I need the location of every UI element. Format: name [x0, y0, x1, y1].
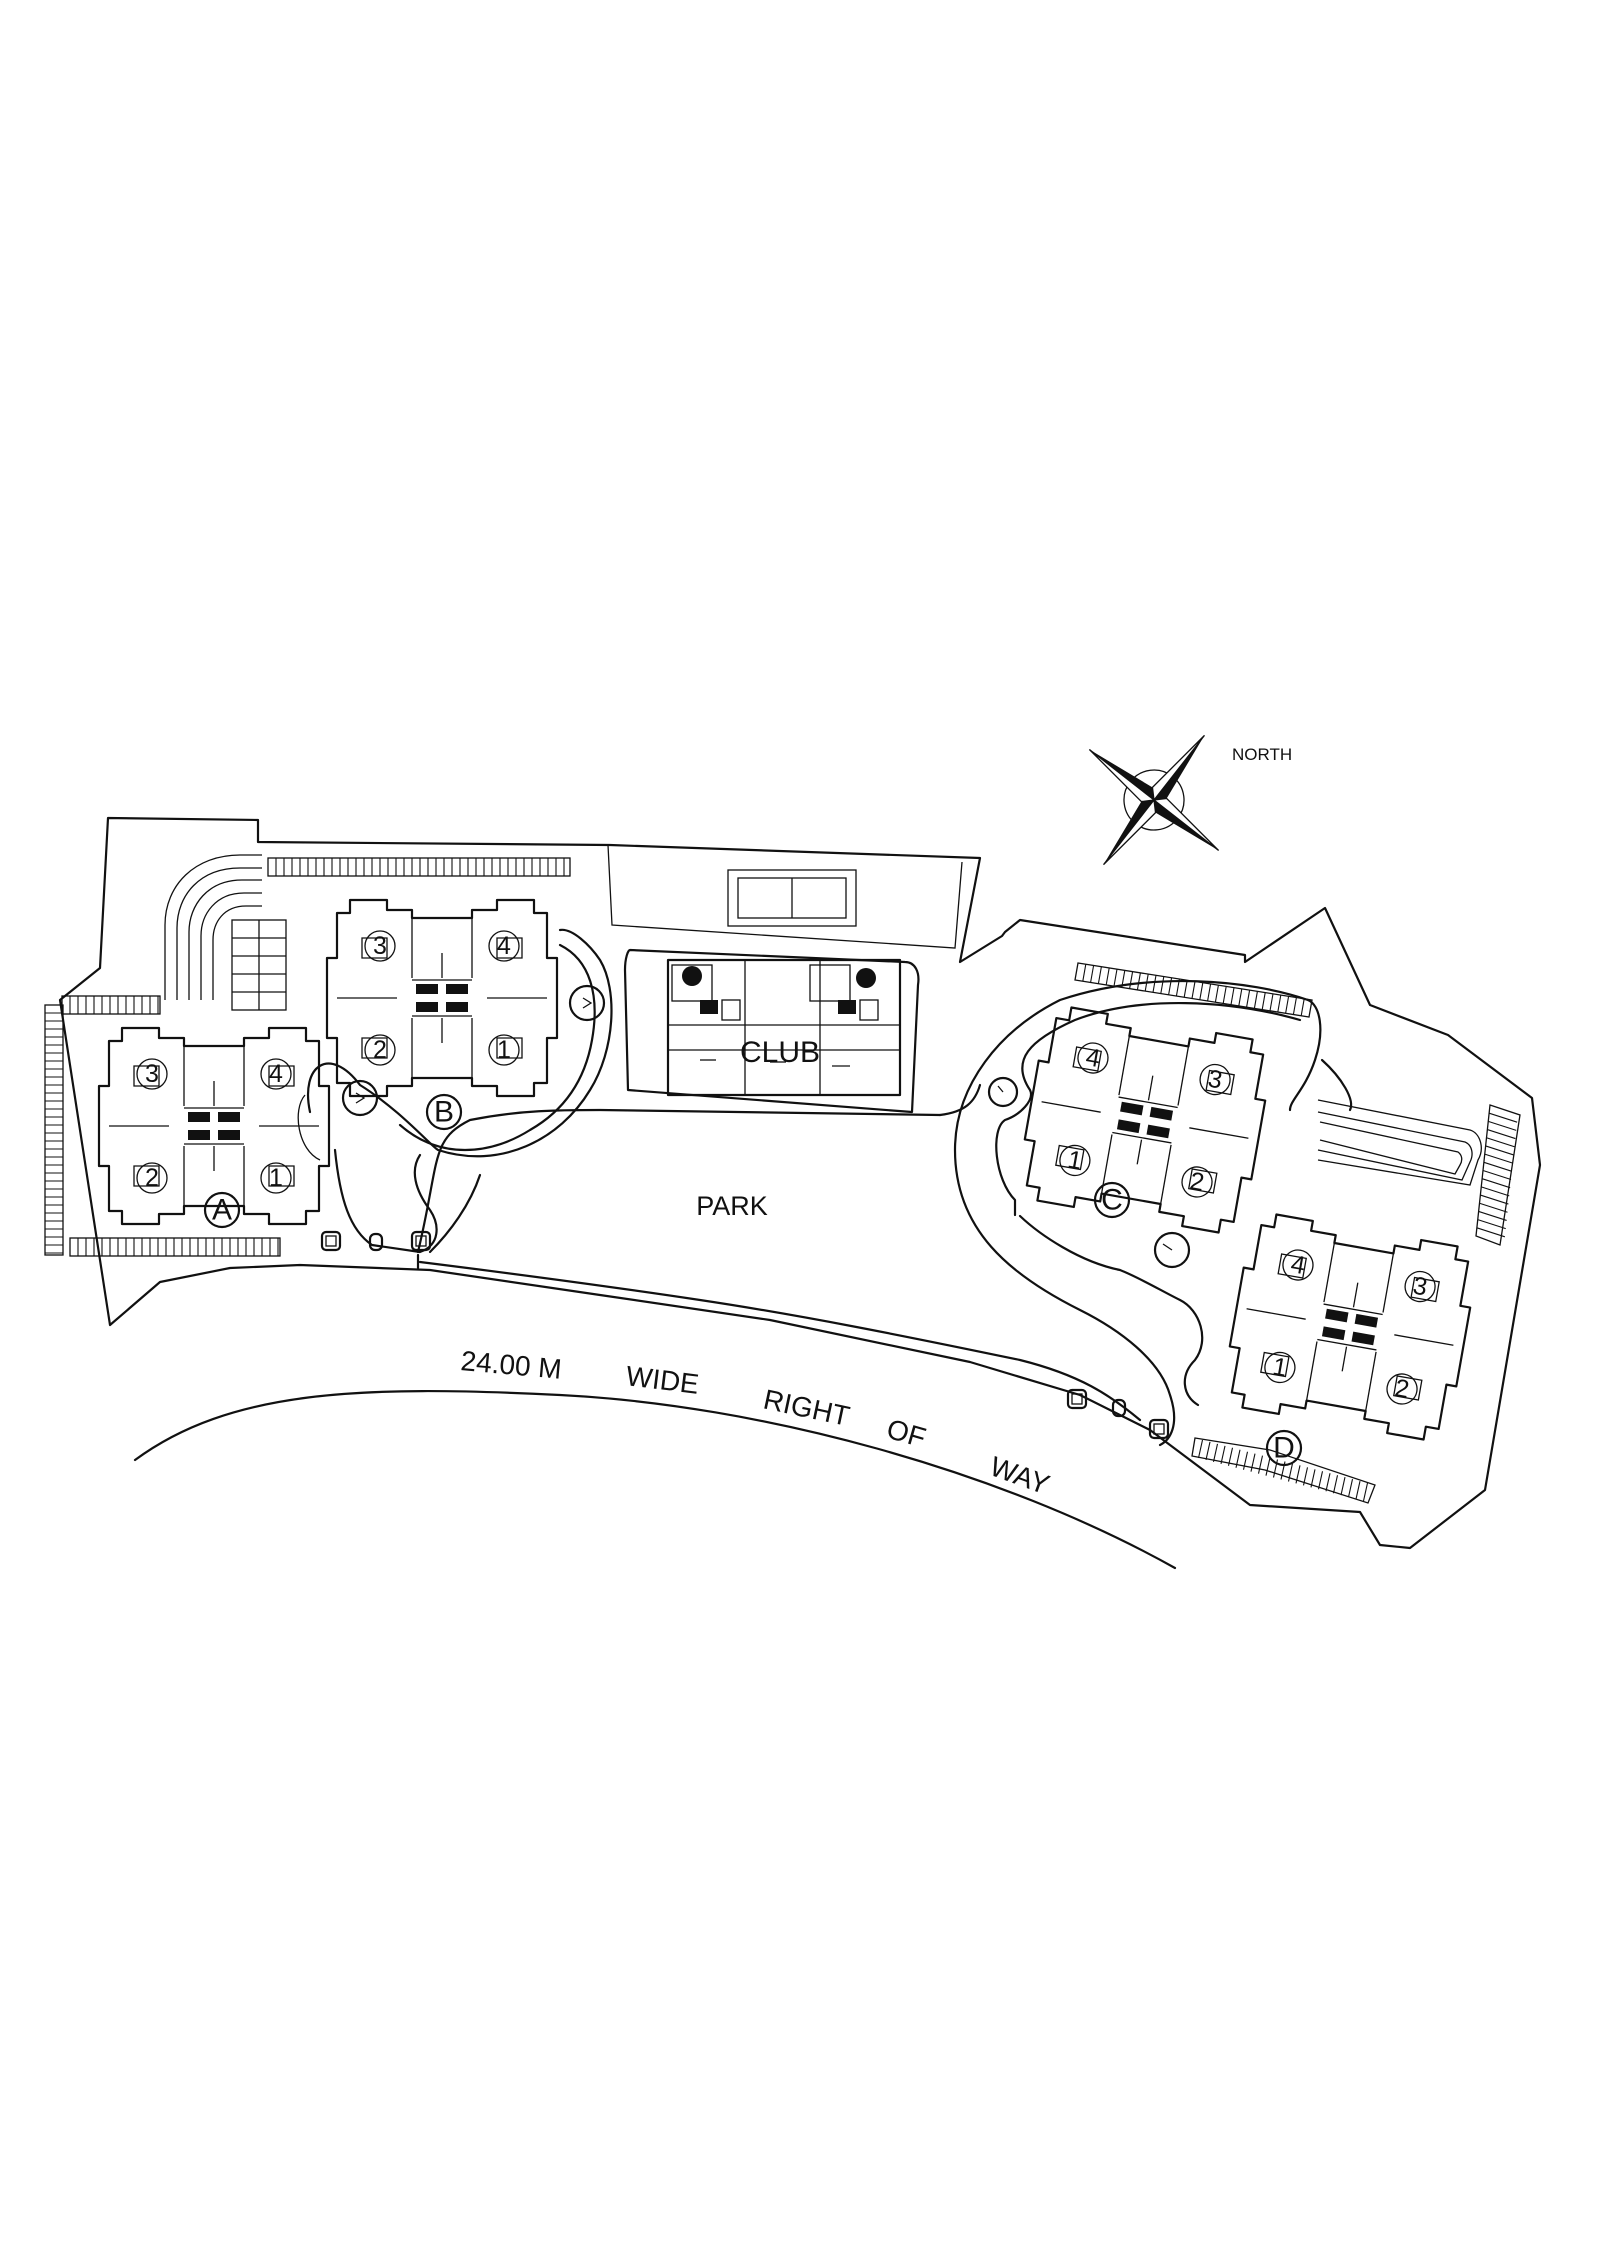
- gate-posts-ab: [320, 1230, 432, 1252]
- unit-number: 4: [497, 932, 511, 960]
- unit-number: 3: [1206, 1065, 1225, 1095]
- svg-text:B: B: [434, 1096, 454, 1129]
- unit-number: 1: [497, 1036, 511, 1064]
- svg-text:A: A: [212, 1194, 232, 1227]
- road-word: 24.00 M: [459, 1345, 562, 1385]
- internal-road-cd: [953, 979, 1310, 1447]
- unit-number: 2: [373, 1036, 387, 1064]
- club-label: CLUB: [740, 1036, 820, 1069]
- exit-ramp: [1317, 1099, 1482, 1186]
- entry-ramp: [164, 854, 262, 1000]
- unit-number: 4: [269, 1060, 283, 1088]
- unit-number: 2: [1393, 1374, 1412, 1404]
- unit-number: 1: [1066, 1145, 1085, 1175]
- north-arrow-icon: [1088, 734, 1220, 866]
- unit-number: 2: [145, 1164, 159, 1192]
- gate-posts-cd: [1066, 1388, 1170, 1440]
- svg-text:D: D: [1273, 1432, 1295, 1465]
- road-word: OF: [883, 1413, 929, 1454]
- road-edge: [133, 1389, 1177, 1570]
- unit-number: 4: [1084, 1043, 1103, 1073]
- dropoff-circle: [341, 984, 1191, 1269]
- north-label: NORTH: [1232, 745, 1292, 764]
- park-road-edge: [418, 1260, 1142, 1422]
- tower-d: 4 3 1 2: [1218, 1209, 1482, 1445]
- road-label: 24.00 M WIDE RIGHT OF WAY: [459, 1345, 1053, 1500]
- unit-number: 3: [373, 932, 387, 960]
- road-word: WAY: [986, 1451, 1054, 1501]
- unit-number: 2: [1188, 1167, 1207, 1197]
- svg-text:C: C: [1101, 1184, 1123, 1217]
- club-building: [623, 948, 920, 1114]
- tower-a: 3 4 2 1: [97, 1026, 331, 1226]
- tower-label-c: C: [1093, 1181, 1131, 1219]
- unit-number: 1: [269, 1164, 283, 1192]
- unit-number: 1: [1271, 1352, 1290, 1382]
- road-word: RIGHT: [761, 1384, 853, 1432]
- tower-b: 3 4 2 1: [325, 898, 559, 1098]
- tower-c: 4 3 1 2: [1013, 1002, 1277, 1238]
- internal-road-ab: [307, 928, 613, 1158]
- tower-label-b: B: [425, 1093, 463, 1131]
- club-top-zone: [607, 844, 963, 949]
- site-boundary: [58, 816, 1542, 1550]
- road-word: WIDE: [624, 1360, 700, 1400]
- unit-number: 3: [1411, 1272, 1430, 1302]
- park-label: PARK: [696, 1191, 768, 1221]
- tower-label-d: D: [1265, 1429, 1303, 1467]
- unit-number: 3: [145, 1060, 159, 1088]
- tower-label-a: A: [203, 1191, 241, 1229]
- utility-block: [231, 919, 287, 1011]
- unit-number: 4: [1289, 1250, 1308, 1280]
